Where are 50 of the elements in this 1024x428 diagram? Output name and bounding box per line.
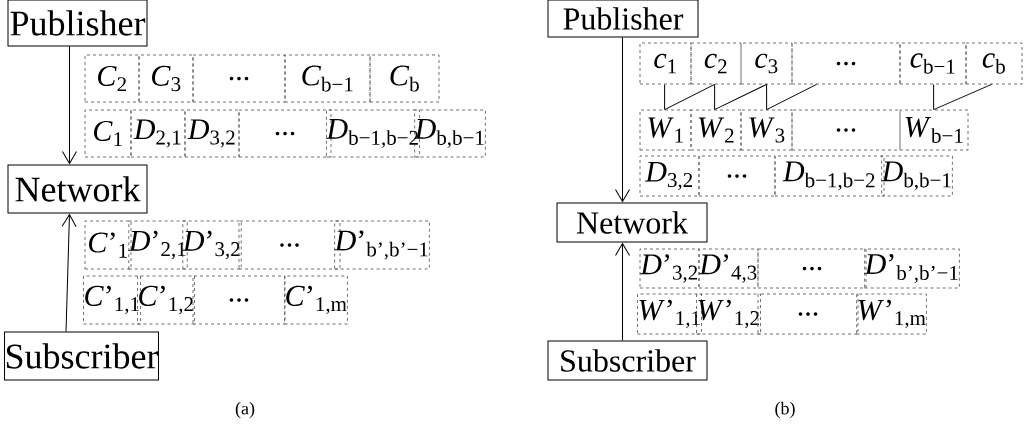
block-cell: W’$_{1,m}$ [856,293,927,335]
block-cell: ... [791,109,901,151]
connector-line [714,83,768,111]
block-cell: W$_{1}$ [639,109,692,151]
arrow [615,37,630,202]
block-cell: C$_{b}$ [369,54,440,103]
block-cell: ... [791,42,901,85]
block-cell: C$_{2}$ [84,54,140,103]
block-cell: W$_{2}$ [690,109,742,151]
block-cell: D$_{3,2}$ [184,109,240,158]
subfigure-label: (a) [235,401,255,419]
process-box: Subscriber [547,340,708,381]
connector-line [714,83,716,111]
block-cell: ... [192,275,286,325]
connector-line [766,83,768,111]
process-box: Network [7,164,148,214]
subfigure-label: (b) [775,401,795,419]
process-box: Subscriber [4,331,159,381]
block-cell: c$_{b−1}$ [899,42,967,85]
block-cell: D’$_{4,3}$ [698,248,759,289]
arrow [61,214,77,332]
block-cell: ... [698,155,776,197]
connector-line [766,83,818,111]
block-cell: D’$_{3,2}$ [639,248,700,289]
block-cell: C$_{3}$ [138,54,194,103]
block-cell: C’$_{1,m}$ [284,275,348,325]
arrow [62,46,77,164]
block-cell: ... [192,54,286,103]
process-box: Network [556,202,708,243]
block-cell: c$_{2}$ [690,42,742,85]
connector-line [664,83,666,111]
block-cell: W$_{b−1}$ [899,109,969,151]
block-cell: D$_{b,b−1}$ [881,155,953,197]
block-cell: W$_{3}$ [740,109,793,151]
block-cell: D$_{3,2}$ [639,155,700,197]
connector-line [933,83,935,111]
block-cell: C’$_{1,2}$ [137,275,195,325]
block-cell: c$_{b}$ [965,42,1023,85]
block-cell: D’$_{b’,b’−1}$ [334,220,430,270]
process-box: Publisher [547,0,699,38]
process-box: Publisher [7,0,148,47]
block-cell: c$_{3}$ [740,42,793,85]
block-cell: c$_{1}$ [639,42,692,85]
block-cell: D$_{2,1}$ [130,109,186,158]
block-cell: C$_{1}$ [84,109,132,158]
block-cell: D’$_{b’,b’−1}$ [864,248,960,289]
arrow [615,243,630,341]
connector-line [933,83,993,111]
connector-line [664,83,716,111]
block-cell: C$_{b−1}$ [284,54,371,103]
